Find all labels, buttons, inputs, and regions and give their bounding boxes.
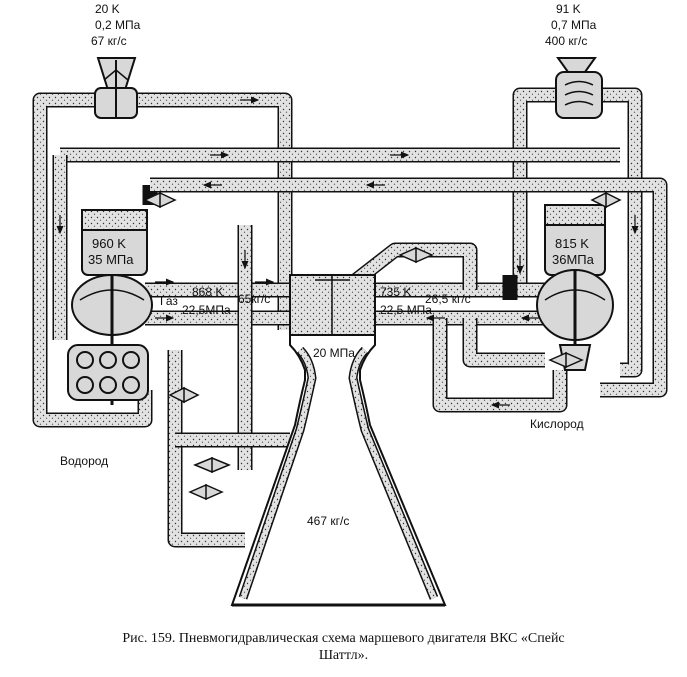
hydrogen-pump-stages — [67, 344, 149, 401]
hydrogen-inlet-valve — [94, 57, 138, 119]
labels: 20 K 0,2 МПа 67 кг/с 91 K 0,7 МПа 400 кг… — [60, 2, 597, 528]
fuel-preburner-temp: 960 K — [92, 236, 126, 251]
caption-line-1: Рис. 159. Пневмогидравлическая схема мар… — [122, 631, 565, 646]
oxidizer-preburner-pressure: 36МПа — [552, 252, 595, 267]
fuel-gas-pressure: 22,5МПа — [182, 303, 231, 317]
oxidizer-gas-pressure: 22,5 МПа — [380, 303, 432, 317]
fuel-preburner-pressure: 35 МПа — [88, 252, 134, 267]
oxidizer-turbopump — [536, 204, 614, 371]
hydrogen-label: Водород — [60, 454, 108, 468]
fuel-turbopump — [71, 209, 153, 405]
fuel-gas-temp: 868 K — [192, 285, 223, 299]
flow-arrows — [56, 96, 639, 409]
hydrogen-inlet-pressure: 0,2 МПа — [95, 18, 141, 32]
oxygen-inlet-flow: 400 кг/с — [545, 34, 587, 48]
combustion-chamber — [289, 274, 376, 336]
chamber-pressure: 20 МПа — [313, 346, 355, 360]
engine-schematic: 20 K 0,2 МПа 67 кг/с 91 K 0,7 МПа 400 кг… — [32, 2, 668, 607]
oxygen-inlet-valve — [555, 57, 603, 119]
gas-label: Газ — [160, 294, 178, 308]
oxidizer-gas-temp: 735 K — [380, 285, 411, 299]
oxidizer-preburner-temp: 815 K — [555, 236, 589, 251]
oxidizer-gas-flow: 26,5 кг/с — [425, 292, 471, 306]
fuel-gas-flow: 65кг/с — [238, 292, 270, 306]
valve-icons — [143, 191, 622, 501]
oxygen-label: Кислород — [530, 417, 584, 431]
hydrogen-inlet-flow: 67 кг/с — [91, 34, 127, 48]
nozzle-flow: 467 кг/с — [307, 514, 349, 528]
nozzle — [230, 334, 447, 607]
oxygen-inlet-pressure: 0,7 МПа — [551, 18, 597, 32]
hydrogen-inlet-temp: 20 K — [95, 2, 120, 16]
oxygen-inlet-temp: 91 K — [556, 2, 581, 16]
caption-line-2: Шаттл». — [318, 648, 369, 663]
figure-caption: Рис. 159. Пневмогидравлическая схема мар… — [0, 630, 687, 664]
